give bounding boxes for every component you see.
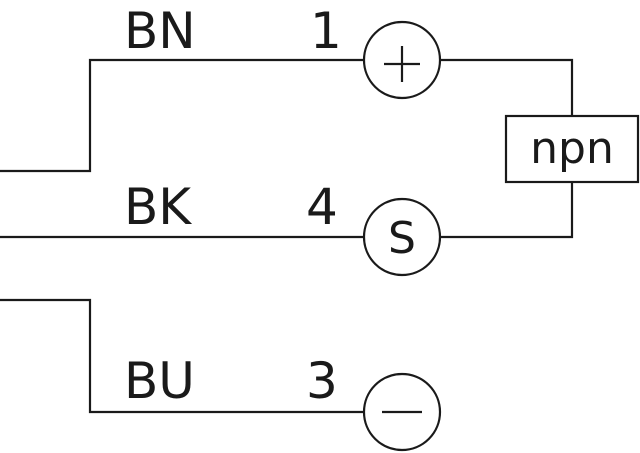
signal-terminal-label: S (388, 213, 416, 264)
pin-4-label: 4 (306, 178, 338, 236)
wire-bu-label: BU (124, 352, 195, 410)
plus-terminal (362, 20, 442, 100)
wire-bk-label: BK (124, 178, 192, 236)
npn-output-box: npn (504, 114, 640, 184)
wire-bn-line (0, 58, 366, 173)
plus-to-npn-line (438, 58, 574, 118)
pin-1-label: 1 (310, 2, 342, 60)
wire-bu-line (0, 298, 366, 414)
wire-bn-label: BN (124, 2, 196, 60)
signal-to-npn-line (438, 180, 574, 239)
pin-3-label: 3 (306, 352, 338, 410)
minus-terminal (362, 372, 442, 452)
npn-label: npn (530, 123, 614, 174)
signal-terminal: S (362, 197, 442, 277)
